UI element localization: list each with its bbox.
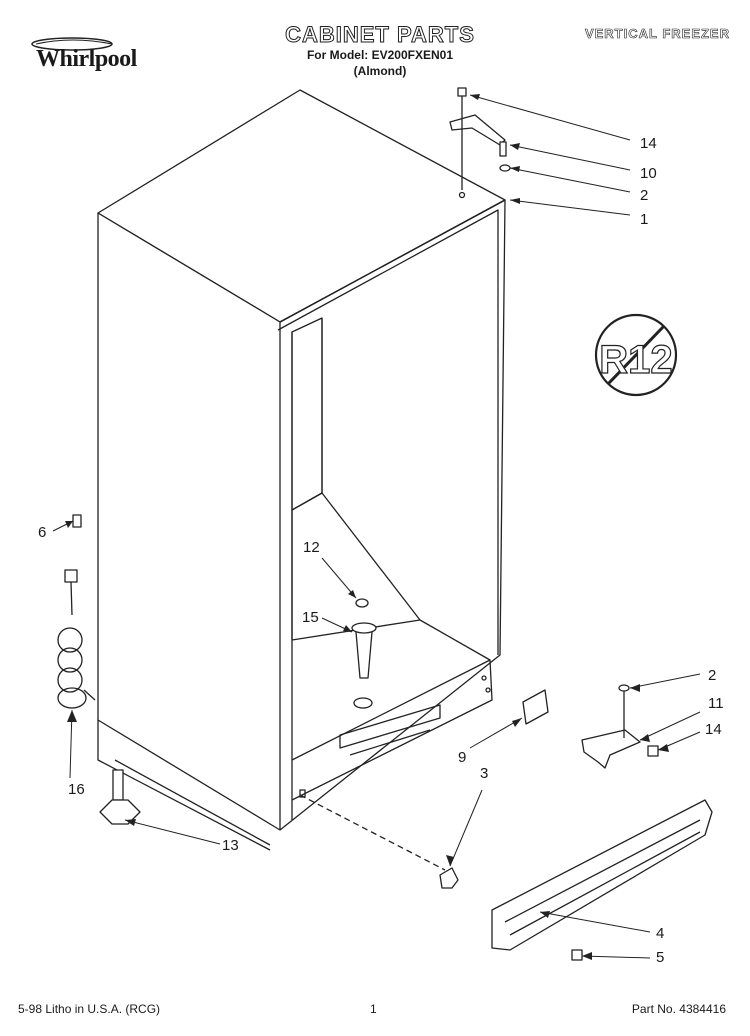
page-title: CABINET PARTS <box>285 22 475 48</box>
leader-lines <box>52 94 701 959</box>
footer-part-number: Part No. 4384416 <box>631 1002 726 1016</box>
badge-text: R12 <box>599 338 672 382</box>
callout-14-bottom: 14 <box>705 721 722 738</box>
leveling-leg <box>99 769 141 825</box>
footer-page-number: 1 <box>370 1002 377 1016</box>
callout-3: 3 <box>480 765 488 782</box>
callout-2-bottom: 2 <box>708 667 716 684</box>
callout-4: 4 <box>656 925 664 942</box>
callout-6: 6 <box>38 524 46 541</box>
callout-11: 11 <box>708 695 724 712</box>
drain-tube <box>351 622 377 679</box>
liner-opening <box>291 317 323 511</box>
callout-10: 10 <box>640 165 657 182</box>
door-bracket <box>439 867 459 889</box>
bottom-hinge <box>581 729 641 769</box>
cabinet-side <box>97 212 281 831</box>
callout-12: 12 <box>303 539 320 556</box>
callout-16: 16 <box>68 781 85 798</box>
product-type: VERTICAL FREEZER <box>584 26 730 42</box>
power-cord <box>57 569 96 709</box>
callout-13: 13 <box>222 837 239 854</box>
callout-9: 9 <box>458 749 466 766</box>
whirlpool-logo: Whirlpool <box>28 34 160 74</box>
callout-15: 15 <box>302 609 319 626</box>
model-color: (Almond) <box>353 64 407 78</box>
whirlpool-swirl-icon <box>31 37 113 51</box>
top-hinge <box>449 114 506 146</box>
callout-1: 1 <box>640 211 648 228</box>
callout-14-top: 14 <box>640 135 657 152</box>
callout-2-top: 2 <box>640 187 648 204</box>
drain-plug <box>355 598 369 608</box>
brand-name: Whirlpool <box>36 46 137 72</box>
footer-litho: 5-98 Litho in U.S.A. (RCG) <box>18 1002 161 1016</box>
model-number: For Model: EV200FXEN01 <box>306 48 454 62</box>
callout-5: 5 <box>656 949 664 966</box>
grille-screw <box>571 949 583 961</box>
cabinet-base <box>291 659 493 801</box>
hinge-bracket <box>522 689 549 725</box>
no-r12-badge <box>594 313 678 397</box>
clip-part <box>72 514 82 528</box>
